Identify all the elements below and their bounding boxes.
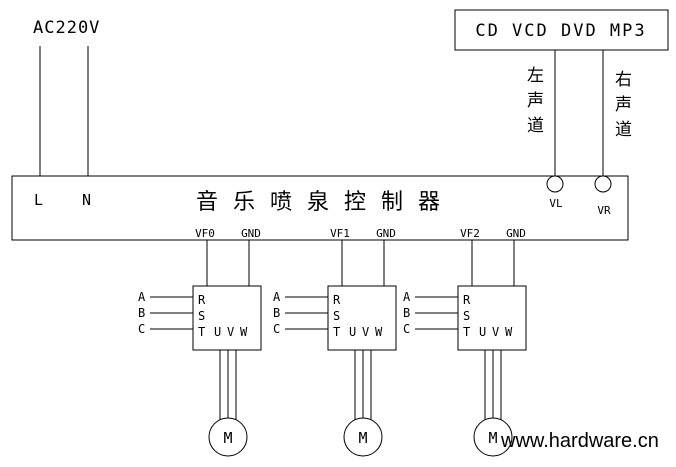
- audio-source-box: [454, 9, 669, 51]
- terminal-u-label: U: [479, 325, 486, 339]
- motor-circle: [473, 417, 513, 457]
- vfd-box: [192, 285, 262, 351]
- terminal-s-label: S: [333, 309, 340, 323]
- vfd-box: [327, 285, 397, 351]
- motor-label: M: [223, 429, 232, 447]
- neutral-terminal-label: N: [82, 191, 91, 209]
- live-terminal-label: L: [34, 191, 43, 209]
- motor-circle: [343, 417, 383, 457]
- terminal-r-label: R: [198, 293, 206, 307]
- terminal-t-label: T: [198, 325, 205, 339]
- left-channel-label: 左声道: [523, 66, 543, 141]
- input-c-label: C: [138, 322, 145, 336]
- input-b-label: B: [403, 306, 410, 320]
- right-channel-label: 右声道: [611, 70, 631, 145]
- terminal-r-label: R: [463, 293, 471, 307]
- vfd-unit-3: VF2 GND A B C R S T U V W M: [403, 227, 527, 457]
- audio-source-label: CD VCD DVD MP3: [475, 21, 646, 41]
- terminal-s-label: S: [198, 309, 205, 323]
- ac-power-label: AC220V: [33, 18, 100, 38]
- vf-output-label: VF0: [195, 227, 215, 240]
- input-a-label: A: [273, 290, 281, 304]
- vf-output-label: VF1: [330, 227, 350, 240]
- terminal-t-label: T: [463, 325, 470, 339]
- terminal-r-label: R: [333, 293, 341, 307]
- terminal-w-label: W: [505, 325, 513, 339]
- input-c-label: C: [273, 322, 280, 336]
- input-b-label: B: [138, 306, 145, 320]
- motor-label: M: [488, 429, 497, 447]
- terminal-u-label: U: [349, 325, 356, 339]
- vfd-unit-1: VF0 GND A B C R S T U V W M: [138, 227, 262, 457]
- input-a-label: A: [403, 290, 411, 304]
- terminal-w-label: W: [375, 325, 383, 339]
- vr-label: VR: [597, 204, 611, 217]
- terminal-w-label: W: [240, 325, 248, 339]
- input-c-label: C: [403, 322, 410, 336]
- terminal-s-label: S: [463, 309, 470, 323]
- motor-circle: [208, 417, 248, 457]
- vfd-box: [457, 285, 527, 351]
- watermark: www.hardware.cn: [500, 430, 659, 452]
- terminal-u-label: U: [214, 325, 221, 339]
- terminal-t-label: T: [333, 325, 340, 339]
- gnd-label: GND: [241, 227, 261, 240]
- vf-output-label: VF2: [460, 227, 480, 240]
- vl-label: VL: [549, 197, 563, 210]
- terminal-v-label: V: [227, 325, 234, 339]
- input-b-label: B: [273, 306, 280, 320]
- vr-input-jack: [594, 175, 612, 193]
- vl-input-jack: [546, 175, 564, 193]
- vfd-unit-2: VF1 GND A B C R S T U V W M: [273, 227, 397, 457]
- terminal-v-label: V: [492, 325, 499, 339]
- controller-box: [11, 175, 629, 241]
- motor-label: M: [358, 429, 367, 447]
- gnd-label: GND: [376, 227, 396, 240]
- gnd-label: GND: [506, 227, 526, 240]
- input-a-label: A: [138, 290, 146, 304]
- terminal-v-label: V: [362, 325, 369, 339]
- controller-title: 音 乐 喷 泉 控 制 器: [196, 190, 444, 215]
